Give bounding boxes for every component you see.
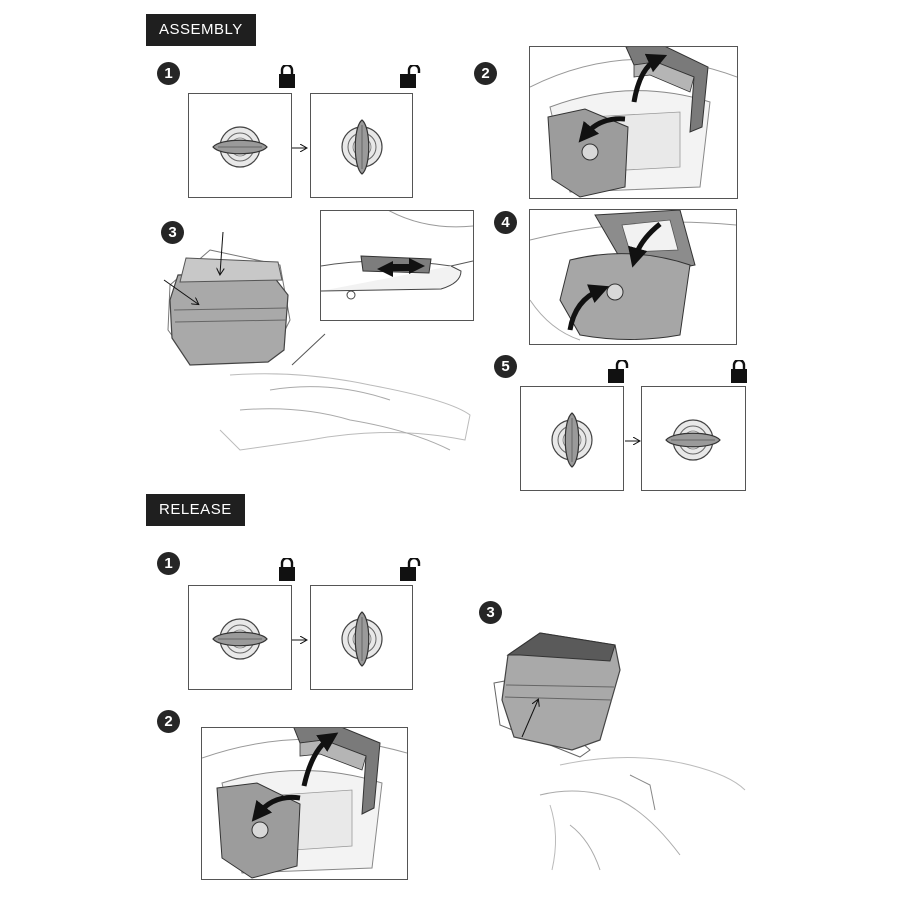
release-step-2-illustration [201,727,408,880]
mounting-slot-detail-illustration [321,211,473,300]
assembly-step-5-unlocked-panel [520,386,624,491]
assembly-step-4-badge: 4 [494,211,517,234]
assembly-label: ASSEMBLY [146,14,256,46]
padlock-open-icon [607,360,629,384]
padlock-closed-icon [278,558,296,582]
right-arrow-icon [292,142,309,154]
padlock-open-icon [399,65,421,89]
release-step-3-illustration [480,625,750,880]
lock-knob-horizontal-icon [212,126,268,168]
assembly-step-2-badge: 2 [474,62,497,85]
release-step-1-unlocked-panel [310,585,413,690]
release-label: RELEASE [146,494,245,526]
case-removal-illustration [493,632,746,871]
right-arrow-icon [625,435,642,447]
padlock-closed-icon [278,65,296,89]
assembly-step-4-illustration [529,209,737,345]
assembly-step-2-illustration [529,46,738,199]
assembly-step-3-badge: 3 [161,221,184,244]
assembly-step-1-badge: 1 [157,62,180,85]
release-step-1-badge: 1 [157,552,180,575]
assembly-step-5-locked-panel [641,386,746,491]
lock-knob-horizontal-icon [665,419,721,461]
case-close-lid-illustration [530,210,736,341]
assembly-step-1-unlocked-panel [310,93,413,198]
assembly-step-1-locked-panel [188,93,292,198]
padlock-closed-icon [730,360,748,384]
assembly-step-3-detail-panel [320,210,474,321]
case-open-handle-illustration [530,47,737,198]
release-step-1-locked-panel [188,585,292,690]
release-step-2-badge: 2 [157,710,180,733]
case-open-handle-illustration [202,728,407,879]
case-mounting-illustration [163,231,471,451]
right-arrow-icon [292,634,309,646]
lock-knob-vertical-icon [551,412,593,468]
assembly-step-3-illustration [150,210,480,455]
padlock-open-icon [399,558,421,582]
lock-knob-horizontal-icon [212,618,268,660]
release-step-3-badge: 3 [479,601,502,624]
lock-knob-vertical-icon [341,611,383,667]
assembly-step-5-badge: 5 [494,355,517,378]
lock-knob-vertical-icon [341,119,383,175]
